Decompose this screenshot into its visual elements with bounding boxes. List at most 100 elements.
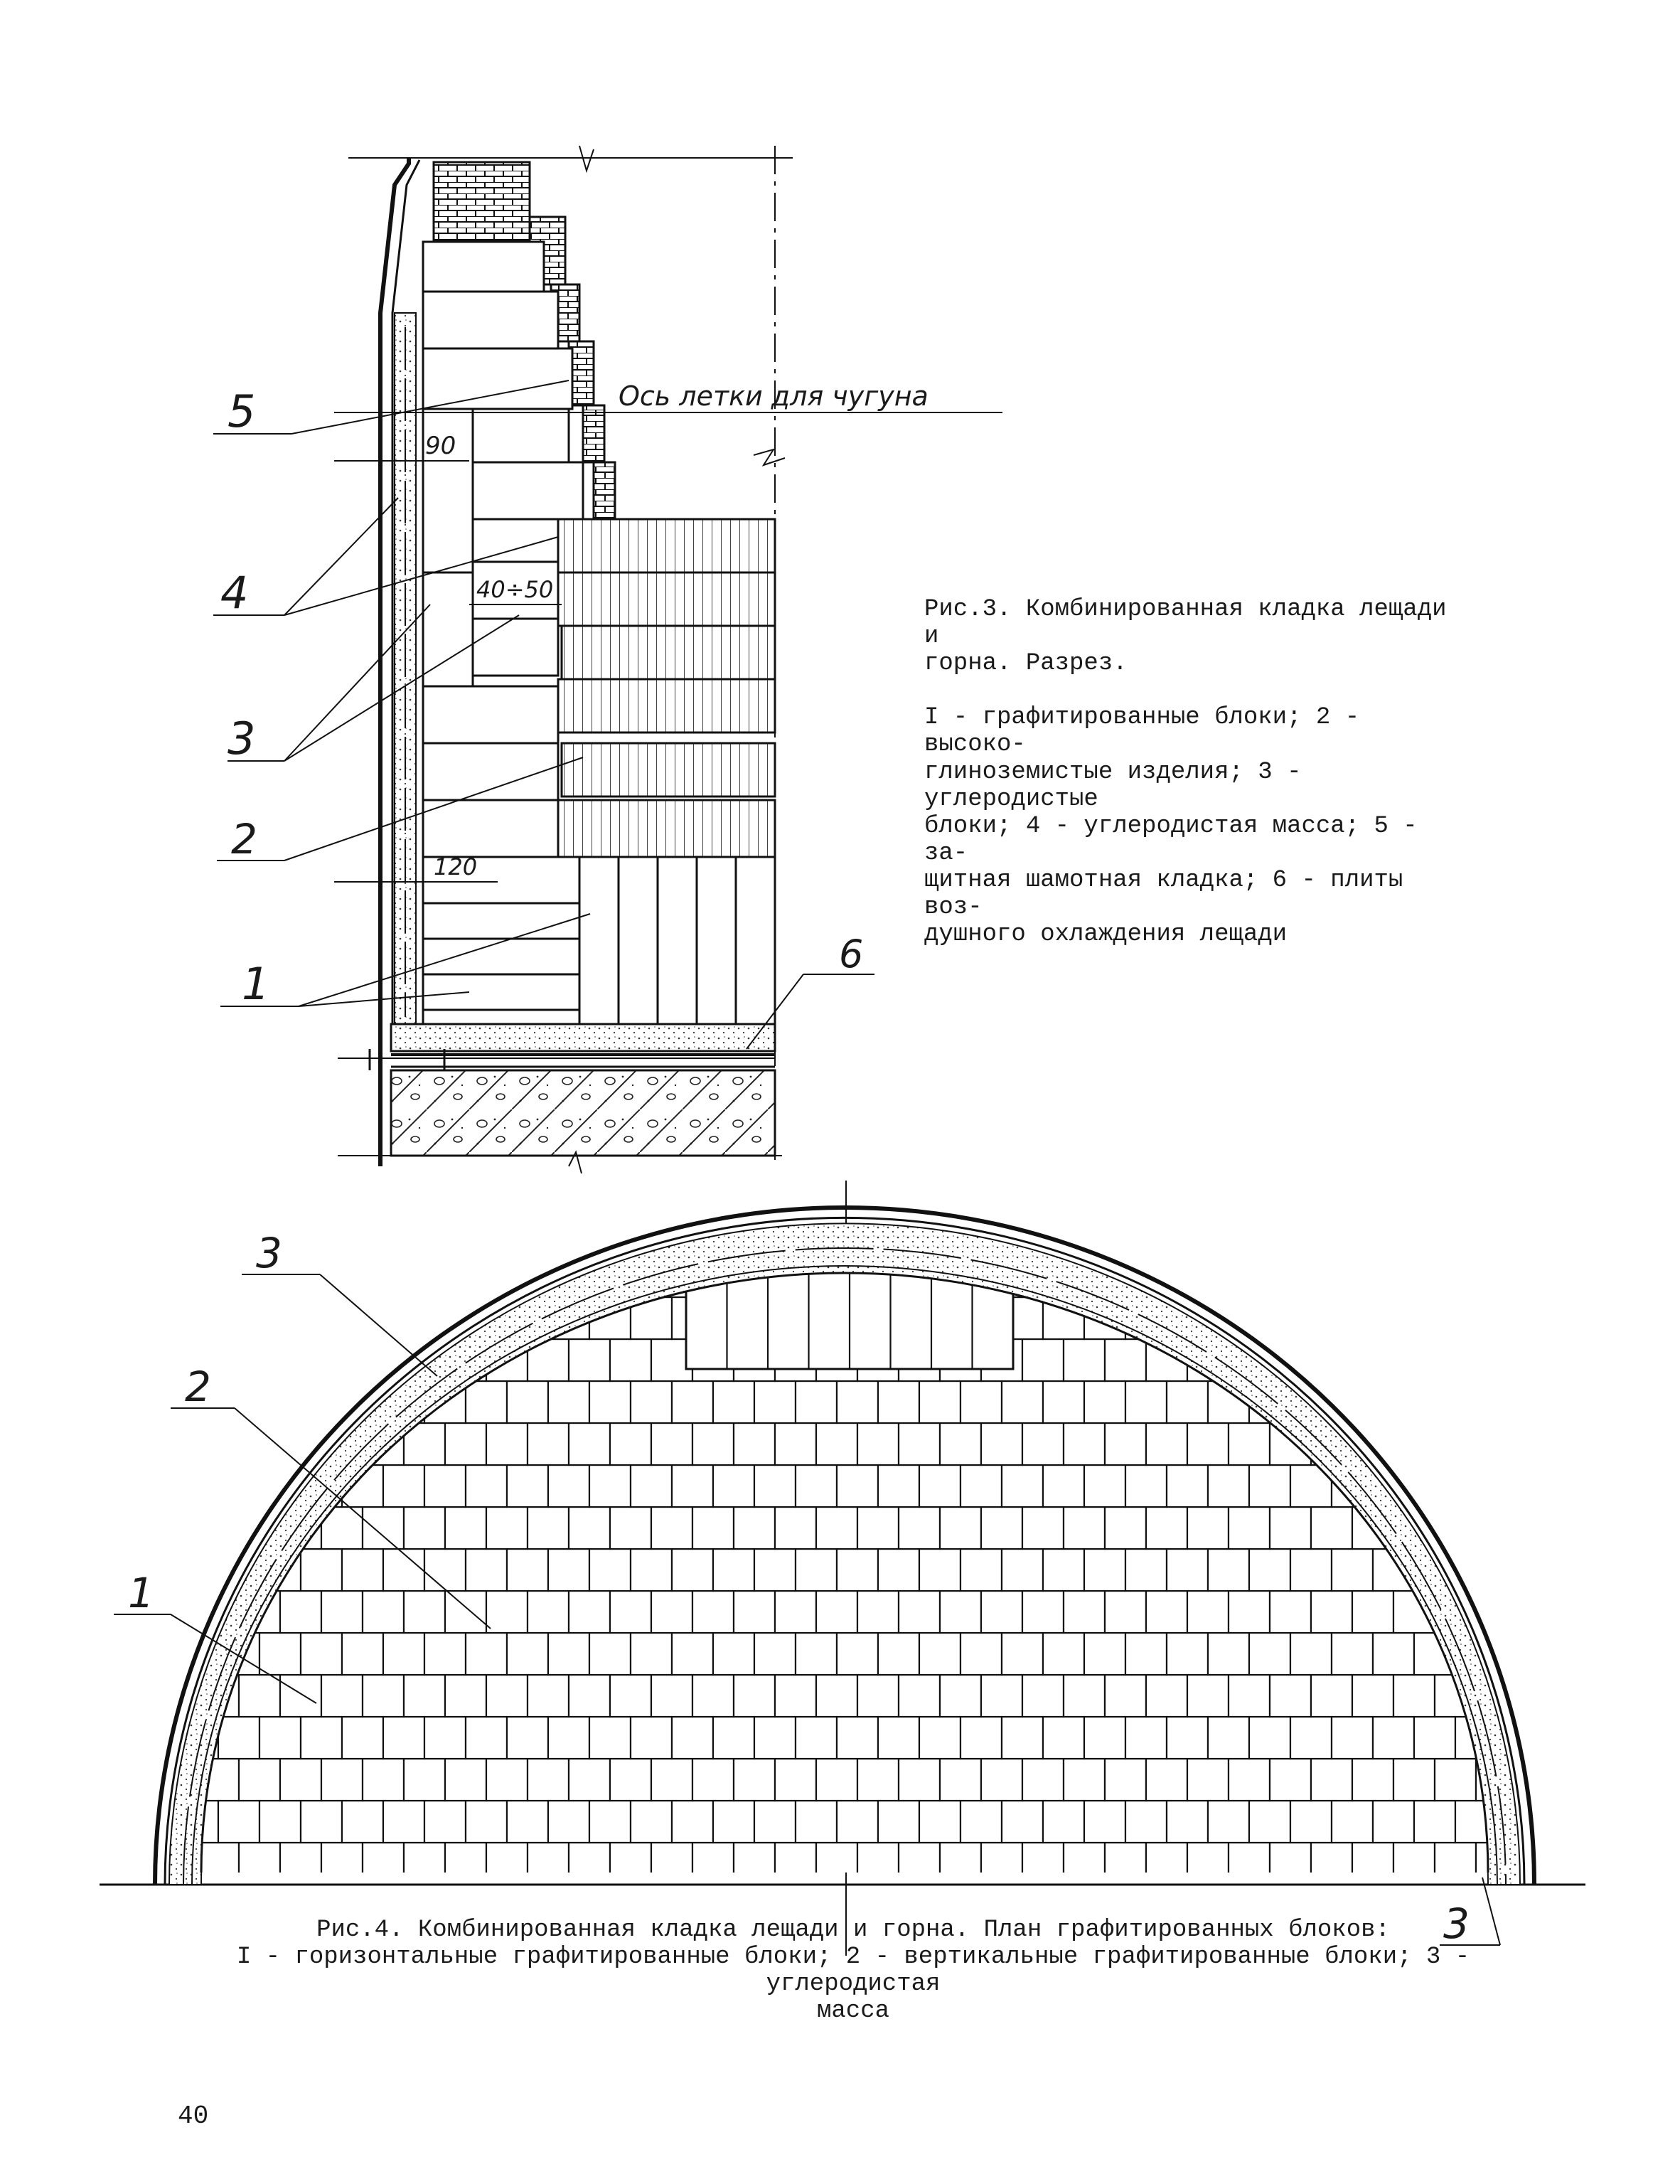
graphite-block bbox=[1310, 1841, 1354, 1873]
graphite-block bbox=[1351, 1338, 1395, 1383]
graphite-block bbox=[279, 1273, 323, 1299]
graphite-block bbox=[567, 1841, 611, 1873]
graphite-block bbox=[1062, 1506, 1106, 1550]
graphite-block bbox=[1186, 1506, 1230, 1550]
graphite-block bbox=[1227, 1422, 1271, 1466]
graphite-block bbox=[794, 1380, 838, 1424]
graphite-block bbox=[1145, 1422, 1189, 1466]
graphite-block bbox=[1103, 1506, 1147, 1550]
graphite-block bbox=[299, 1715, 343, 1760]
graphite-block-grid bbox=[136, 1213, 1558, 1873]
graphite-block bbox=[629, 1380, 673, 1424]
graphite-block bbox=[201, 1548, 220, 1592]
graphite-block bbox=[218, 1213, 260, 1255]
graphite-block bbox=[815, 1841, 859, 1873]
graphite-block bbox=[1433, 1273, 1477, 1299]
graphite-block bbox=[1289, 1631, 1333, 1676]
callout-4: 4 bbox=[220, 567, 248, 619]
graphite-block bbox=[1021, 1841, 1065, 1873]
graphite-block bbox=[1021, 1506, 1065, 1550]
graphite-block bbox=[1433, 1422, 1477, 1466]
graphite-block bbox=[1165, 1715, 1209, 1760]
graphite-block bbox=[1517, 1675, 1558, 1717]
graphite-block bbox=[156, 1255, 198, 1297]
graphite-block bbox=[1227, 1841, 1271, 1873]
graphite-block bbox=[423, 1548, 467, 1592]
graphite-block bbox=[1454, 1296, 1488, 1341]
graphite-block bbox=[505, 1799, 550, 1844]
graphite-block bbox=[526, 1841, 570, 1873]
graphite-block bbox=[753, 1464, 797, 1508]
graphite-block bbox=[526, 1422, 570, 1466]
graphite-block bbox=[918, 1380, 962, 1424]
graphite-block bbox=[1413, 1799, 1457, 1844]
graphite-block bbox=[815, 1673, 859, 1718]
callout-1: 1 bbox=[128, 1569, 154, 1617]
graphite-block bbox=[856, 1841, 900, 1873]
graphite-block bbox=[856, 1673, 900, 1718]
graphite-block bbox=[485, 1422, 529, 1466]
graphite-block bbox=[258, 1296, 302, 1341]
graphite-block bbox=[980, 1673, 1024, 1718]
graphite-block bbox=[156, 1423, 198, 1465]
graphite-block bbox=[1042, 1631, 1086, 1676]
graphite-block bbox=[1165, 1631, 1209, 1676]
graphite-block bbox=[444, 1673, 488, 1718]
graphite-block bbox=[1332, 1213, 1373, 1255]
graphite-block bbox=[1497, 1465, 1538, 1507]
graphite-block bbox=[136, 1381, 177, 1423]
graphite-block bbox=[547, 1464, 591, 1508]
graphite-block bbox=[1290, 1213, 1332, 1255]
graphite-block bbox=[402, 1273, 446, 1299]
graphite-block bbox=[1186, 1673, 1230, 1718]
graphite-block bbox=[980, 1841, 1024, 1873]
graphite-block bbox=[424, 1213, 466, 1255]
graphite-block bbox=[1062, 1338, 1106, 1383]
graphite-block bbox=[691, 1589, 735, 1634]
graphite-block bbox=[361, 1506, 405, 1550]
graphite-block bbox=[1371, 1715, 1416, 1760]
graphite-block bbox=[1062, 1589, 1106, 1634]
graphite-block bbox=[1330, 1296, 1374, 1341]
graphite-block bbox=[1248, 1464, 1292, 1508]
graphite-block bbox=[1454, 1799, 1488, 1844]
graphite-block bbox=[1392, 1422, 1436, 1466]
graphite-block bbox=[485, 1506, 529, 1550]
graphite-block bbox=[1248, 1631, 1292, 1676]
graphite-block bbox=[774, 1506, 818, 1550]
figure-3-section: Ось летки для чугуна 90 40÷50 120 5 bbox=[213, 145, 1002, 1174]
callout-3-bottom: 3 bbox=[1443, 1900, 1470, 1948]
graphite-block bbox=[505, 1380, 550, 1424]
graphite-block bbox=[1413, 1464, 1457, 1508]
graphite-block bbox=[320, 1841, 364, 1873]
graphite-block bbox=[1371, 1631, 1416, 1676]
graphite-block bbox=[567, 1757, 611, 1802]
graphite-block bbox=[753, 1548, 797, 1592]
graphite-block bbox=[877, 1799, 921, 1844]
graphite-block bbox=[1289, 1715, 1333, 1760]
graphite-block bbox=[1497, 1297, 1538, 1339]
graphite-block bbox=[1248, 1548, 1292, 1592]
graphite-block bbox=[588, 1799, 632, 1844]
callout-5: 5 bbox=[228, 385, 255, 437]
graphite-block bbox=[1268, 1506, 1312, 1550]
graphite-block bbox=[1268, 1841, 1312, 1873]
graphite-block bbox=[1083, 1715, 1127, 1760]
graphite-block bbox=[774, 1422, 818, 1466]
callout-6: 6 bbox=[839, 932, 863, 976]
graphite-block bbox=[526, 1506, 570, 1550]
callout-1: 1 bbox=[242, 958, 269, 1010]
graphite-block bbox=[526, 1673, 570, 1718]
graphite-block bbox=[1124, 1631, 1168, 1676]
graphite-block bbox=[938, 1673, 983, 1718]
graphite-block bbox=[1165, 1380, 1209, 1424]
graphite-block bbox=[444, 1841, 488, 1873]
graphite-block bbox=[341, 1548, 385, 1592]
graphite-block bbox=[835, 1631, 879, 1676]
graphite-block bbox=[1517, 1507, 1558, 1549]
graphite-block bbox=[1165, 1464, 1209, 1508]
graphite-block bbox=[1227, 1273, 1271, 1299]
graphite-block bbox=[1268, 1338, 1312, 1383]
graphite-block bbox=[342, 1213, 383, 1255]
